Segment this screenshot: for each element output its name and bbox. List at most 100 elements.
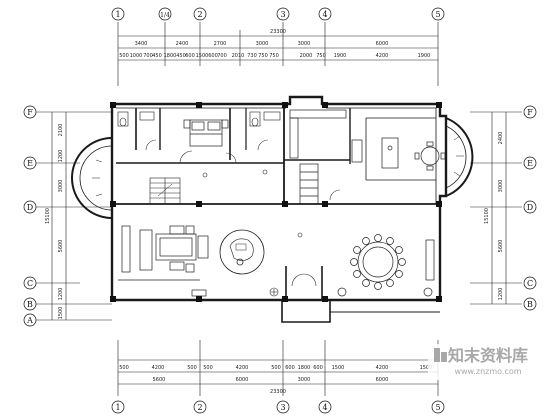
svg-text:3000: 3000	[298, 377, 311, 383]
svg-text:450: 450	[152, 53, 162, 59]
svg-text:700: 700	[143, 53, 153, 59]
svg-text:750: 750	[269, 53, 279, 59]
bed	[183, 119, 229, 147]
bottom-axis-bubbles	[111, 400, 445, 414]
dining-table	[337, 234, 435, 297]
svg-text:6000: 6000	[376, 377, 389, 383]
svg-text:1500: 1500	[420, 365, 433, 371]
dim-top-row2: 500 1000 700 450 1800 450 600 1500 600 7…	[119, 53, 430, 59]
exterior-walls	[71, 95, 474, 323]
axis-top-5: 5	[435, 10, 440, 19]
interior-walls	[116, 108, 440, 300]
watermark: 知末资料库 www.znzmo.com	[428, 344, 552, 380]
svg-text:5600: 5600	[153, 377, 166, 383]
axis-right-b: B	[527, 300, 533, 309]
svg-text:600: 600	[313, 365, 323, 371]
svg-text:500: 500	[187, 365, 197, 371]
svg-text:1200: 1200	[498, 288, 504, 301]
breakfast-table	[414, 141, 446, 171]
svg-text:2010: 2010	[232, 53, 245, 59]
svg-text:1800: 1800	[298, 365, 311, 371]
dim-bottom-row1: 500 4200 500 500 4200 500 600 1800 600 1…	[119, 365, 432, 371]
dim-left-total: 15100	[45, 208, 51, 224]
staircase	[149, 177, 181, 205]
svg-text:4200: 4200	[152, 365, 165, 371]
svg-text:3000: 3000	[498, 180, 504, 193]
svg-text:750: 750	[258, 53, 268, 59]
svg-text:500: 500	[203, 365, 213, 371]
dim-top-row1: 3400	[135, 41, 148, 47]
svg-text:4200: 4200	[376, 53, 389, 59]
dim-right-values: 2400 3000 5600 1200 15100	[484, 132, 504, 301]
axis-top-3: 3	[280, 10, 285, 19]
svg-text:1900: 1900	[418, 53, 431, 59]
dim-right-total: 15100	[484, 208, 490, 224]
axis-left-b: B	[27, 300, 33, 309]
axis-left-e: E	[27, 159, 33, 168]
bathroom-fixtures	[117, 111, 281, 127]
dim-top-row1: 3000	[298, 41, 311, 47]
svg-text:600: 600	[208, 53, 218, 59]
axis-bottom-3: 3	[280, 403, 285, 412]
svg-text:4200: 4200	[236, 365, 249, 371]
dim-top-row1: 2400	[176, 41, 189, 47]
decor	[202, 169, 303, 297]
axis-bottom-5: 5	[435, 403, 440, 412]
watermark-url: www.znzmo.com	[454, 367, 521, 376]
axis-top-4: 4	[322, 10, 327, 19]
structural-columns	[110, 102, 442, 302]
dim-top-row1: 6000	[376, 41, 389, 47]
dim-bottom-row2: 5600 6000 3000 6000	[153, 377, 389, 383]
bottom-dimensions	[117, 340, 439, 396]
svg-text:1500: 1500	[58, 307, 64, 320]
svg-text:600: 600	[185, 53, 195, 59]
axis-left-d: D	[27, 203, 33, 212]
axis-top-2: 2	[197, 10, 202, 19]
kitchen-counters	[289, 109, 399, 205]
top-dimensions	[117, 22, 439, 86]
svg-text:700: 700	[217, 53, 227, 59]
axis-right-d: D	[527, 203, 533, 212]
right-dimensions	[470, 111, 522, 305]
axis-left-f: F	[27, 108, 33, 117]
svg-text:1000: 1000	[130, 53, 143, 59]
watermark-brand: 知末资料库	[448, 346, 528, 365]
svg-text:6000: 6000	[236, 377, 249, 383]
dim-bottom-total: 23300	[270, 389, 286, 395]
axis-right-e: E	[527, 159, 533, 168]
svg-text:1500: 1500	[332, 365, 345, 371]
left-axis-bubbles	[23, 105, 37, 327]
dim-top-row1: 2700	[214, 41, 227, 47]
axis-left-c: C	[27, 279, 33, 288]
axis-top-1: 1	[115, 10, 120, 19]
axis-bottom-2: 2	[197, 403, 202, 412]
living-room-furniture	[118, 225, 209, 297]
axis-right-f: F	[527, 108, 533, 117]
svg-text:730: 730	[247, 53, 257, 59]
svg-text:600: 600	[285, 365, 295, 371]
left-dimensions	[36, 111, 112, 321]
axis-left-a: A	[26, 316, 33, 325]
svg-text:500: 500	[119, 53, 129, 59]
piano-rug	[219, 229, 265, 275]
svg-text:1800: 1800	[164, 53, 177, 59]
svg-text:1900: 1900	[334, 53, 347, 59]
svg-text:5600: 5600	[498, 240, 504, 253]
axis-bottom-1: 1	[115, 403, 120, 412]
dim-top-row1: 3000	[256, 41, 269, 47]
svg-text:5600: 5600	[58, 240, 64, 253]
svg-text:2400: 2400	[498, 132, 504, 145]
svg-text:1500: 1500	[196, 53, 209, 59]
svg-text:2100: 2100	[58, 124, 64, 137]
bay-windows	[92, 135, 464, 197]
svg-text:450: 450	[176, 53, 186, 59]
dim-left-values: 2100 1200 3000 5600 1200 1500 15100	[45, 124, 64, 320]
svg-text:3000: 3000	[58, 180, 64, 193]
svg-text:500: 500	[271, 365, 281, 371]
top-axis-bubbles	[111, 7, 445, 21]
svg-text:750: 750	[316, 53, 326, 59]
svg-text:500: 500	[119, 365, 129, 371]
right-axis-bubbles	[523, 105, 537, 311]
watermark-logo-icon	[434, 348, 447, 362]
